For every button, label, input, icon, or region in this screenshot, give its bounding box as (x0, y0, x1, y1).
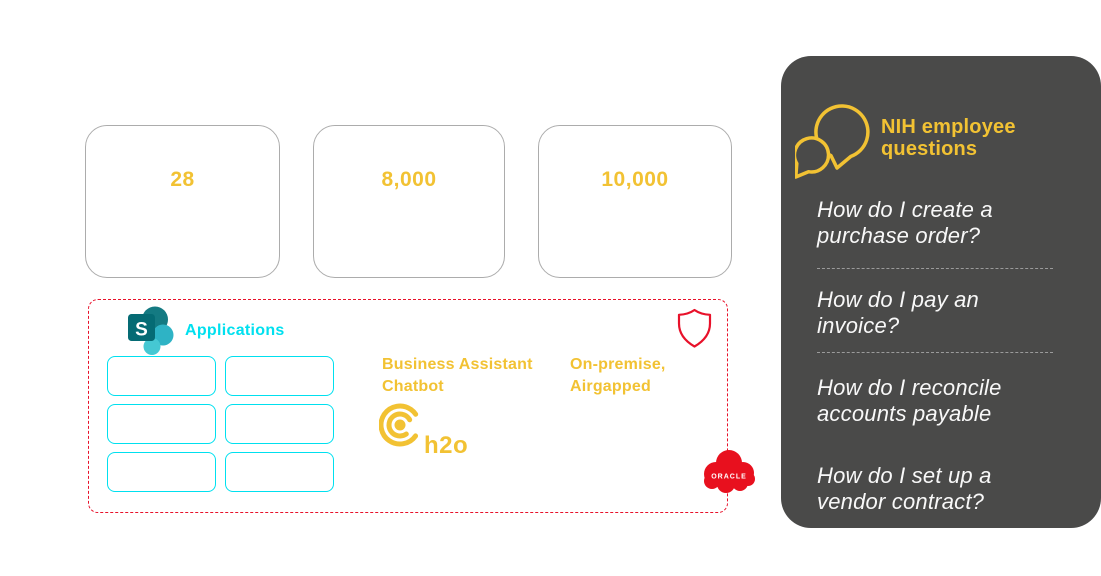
shield-icon (677, 308, 712, 354)
question-item-2: How do I pay an invoice? (817, 287, 979, 338)
stat-box-2: 8,000 (313, 125, 505, 278)
question-item-3: How do I reconcile accounts payable (817, 375, 1002, 426)
stat-value-3: 10,000 (601, 168, 669, 191)
stat-box-1: 28 (85, 125, 280, 278)
application-slot (107, 356, 216, 396)
application-slot (225, 356, 334, 396)
stat-value-2: 8,000 (381, 168, 437, 191)
application-slot (225, 404, 334, 444)
question-separator (817, 352, 1053, 353)
panel-title: NIH employee questions (881, 116, 1016, 160)
stat-box-3: 10,000 (538, 125, 732, 278)
platform-boundary-box (88, 299, 728, 513)
h2o-logo-text: h2o (424, 432, 469, 459)
application-slot (107, 404, 216, 444)
chatbot-label: Business Assistant Chatbot (382, 356, 533, 395)
deployment-label: On-premise, Airgapped (570, 356, 666, 395)
question-item-4: How do I set up a vendor contract? (817, 463, 992, 514)
employee-questions-panel: NIH employee questions How do I create a… (781, 56, 1101, 528)
stat-value-1: 28 (170, 168, 195, 191)
sharepoint-letter: S (135, 320, 148, 341)
application-grid (107, 356, 334, 492)
chat-bubbles-icon (792, 100, 873, 185)
applications-label: Applications (185, 322, 285, 339)
sharepoint-icon: S (128, 306, 174, 361)
application-slot (225, 452, 334, 492)
oracle-cloud-logo: ORACLE (698, 448, 760, 501)
application-slot (107, 452, 216, 492)
oracle-logo-text: ORACLE (711, 474, 747, 481)
question-item-1: How do I create a purchase order? (817, 197, 993, 248)
question-separator (817, 268, 1053, 269)
h2o-logo-icon (378, 400, 425, 459)
